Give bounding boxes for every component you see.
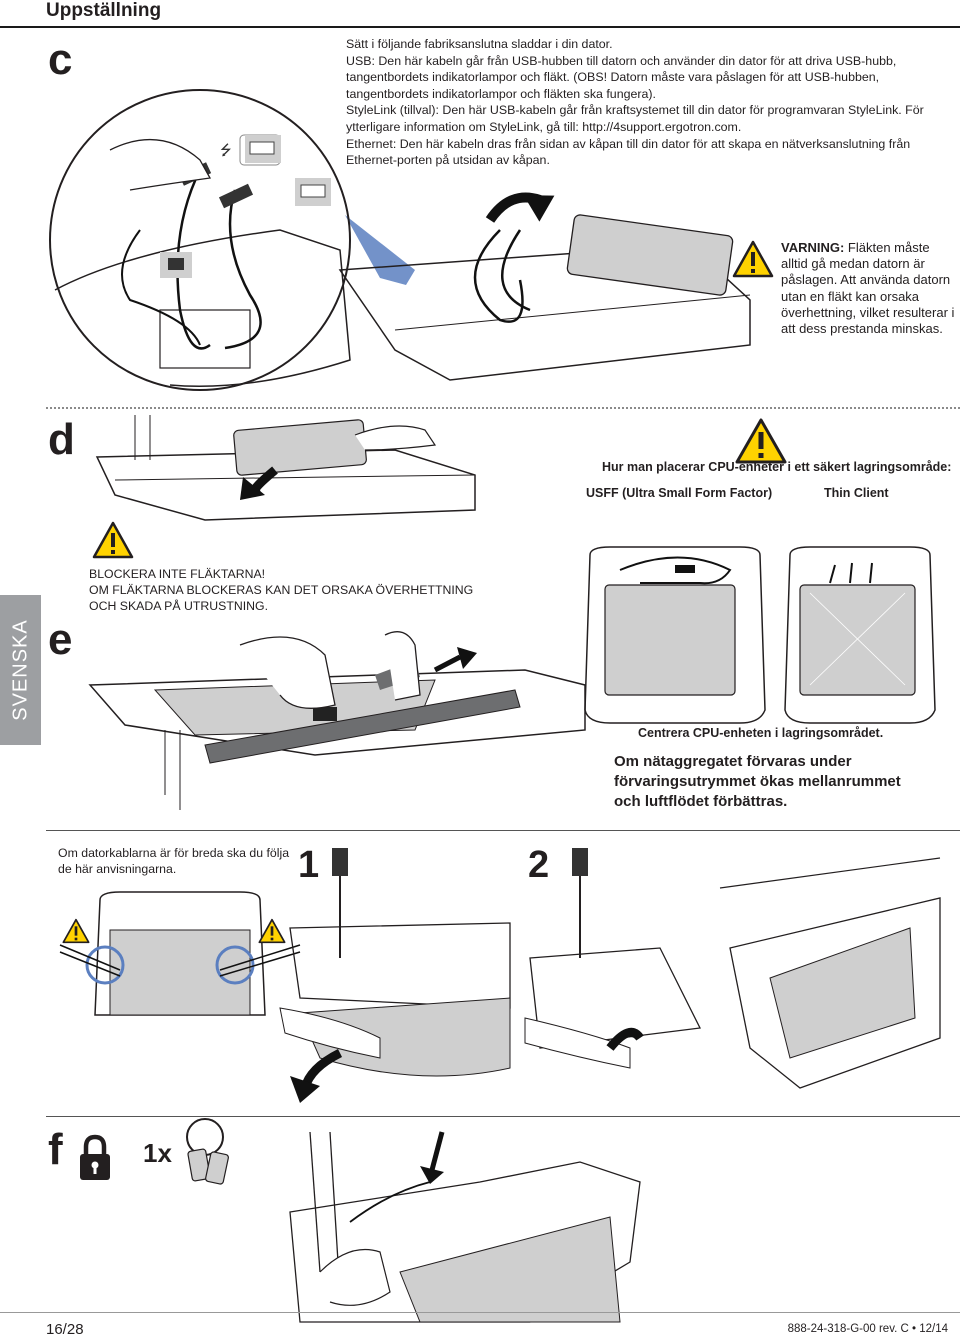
step-c-line: StyleLink (tillval): Den här USB-kabeln … [346,103,924,134]
center-note: Centrera CPU-enheten i lagringsområdet. [638,726,884,740]
airflow-note: Om nätaggregatet förvaras under förvarin… [614,753,901,810]
step-c-line: Ethernet: Den här kabeln dras från sidan… [346,136,911,168]
step-f-letter: f [48,1125,63,1174]
step-f-illustration [289,1131,641,1323]
step-number: 2 [528,844,550,886]
warning-icon [732,240,774,278]
warning-line: OM FLÄKTARNA BLOCKERAS KAN DET ORSAKA ÖV… [89,583,474,597]
lock-icon [80,1134,110,1180]
step-c-illustration: ⭍ [49,89,751,391]
cables-note: Om datorkablarna är för breda ska du föl… [58,846,290,876]
dotted-divider [46,407,960,409]
language-tab-label: SVENSKA [9,619,31,721]
step-e-illustration [88,631,586,810]
cable-step2-illustration [524,848,941,1089]
step-c-letter: c [48,35,73,84]
page-title: Uppställning [46,0,162,21]
usff-illustration [584,546,766,724]
language-tab: SVENSKA [0,595,41,745]
step-e-warning: BLOCKERA INTE FLÄKTARNA! OM FLÄKTARNA BL… [89,566,473,614]
thin-client-label: Thin Client [824,486,889,500]
section-divider [46,1116,960,1117]
step-d-illustration [95,415,476,521]
footer-rule [0,1312,960,1313]
warning-line: BLOCKERA INTE FLÄKTARNA! [89,567,266,581]
warning-text: Fläkten måste alltid gå medan datorn är … [781,240,955,337]
step-c-warning: VARNING: Fläkten måste alltid gå medan d… [781,240,957,337]
title-rule [0,26,960,28]
warning-icon [735,418,787,464]
key-icon [186,1118,229,1185]
thin-client-illustration [784,546,936,724]
step-c-line: Sätt i följande fabriksanslutna sladdar … [346,37,613,51]
warning-label: VARNING: [781,240,845,255]
step-number: 1 [298,844,320,886]
step-c-line: USB: Den här kabeln går från USB-hubben … [346,53,897,101]
cables-illustration [59,891,301,1016]
warning-line: OCH SKADA PÅ UTRUSTNING. [89,599,269,613]
page-number: 16/28 [46,1321,84,1338]
step-d-letter: d [48,415,75,464]
key-count: 1x [143,1138,172,1168]
step-c-instructions: Sätt i följande fabriksanslutna sladdar … [346,36,946,169]
section-divider [46,830,960,831]
warning-icon [92,521,134,559]
cable-step1-illustration [279,848,511,1103]
document-id: 888-24-318-G-00 rev. C • 12/14 [787,1323,948,1335]
step-d-heading: Hur man placerar CPU-enheter i ett säker… [602,460,952,474]
warning-icon [62,918,90,944]
usff-label: USFF (Ultra Small Form Factor) [586,486,773,500]
warning-icon [258,918,286,944]
step-e-letter: e [48,615,73,664]
svg-text:⭍: ⭍ [220,143,232,159]
